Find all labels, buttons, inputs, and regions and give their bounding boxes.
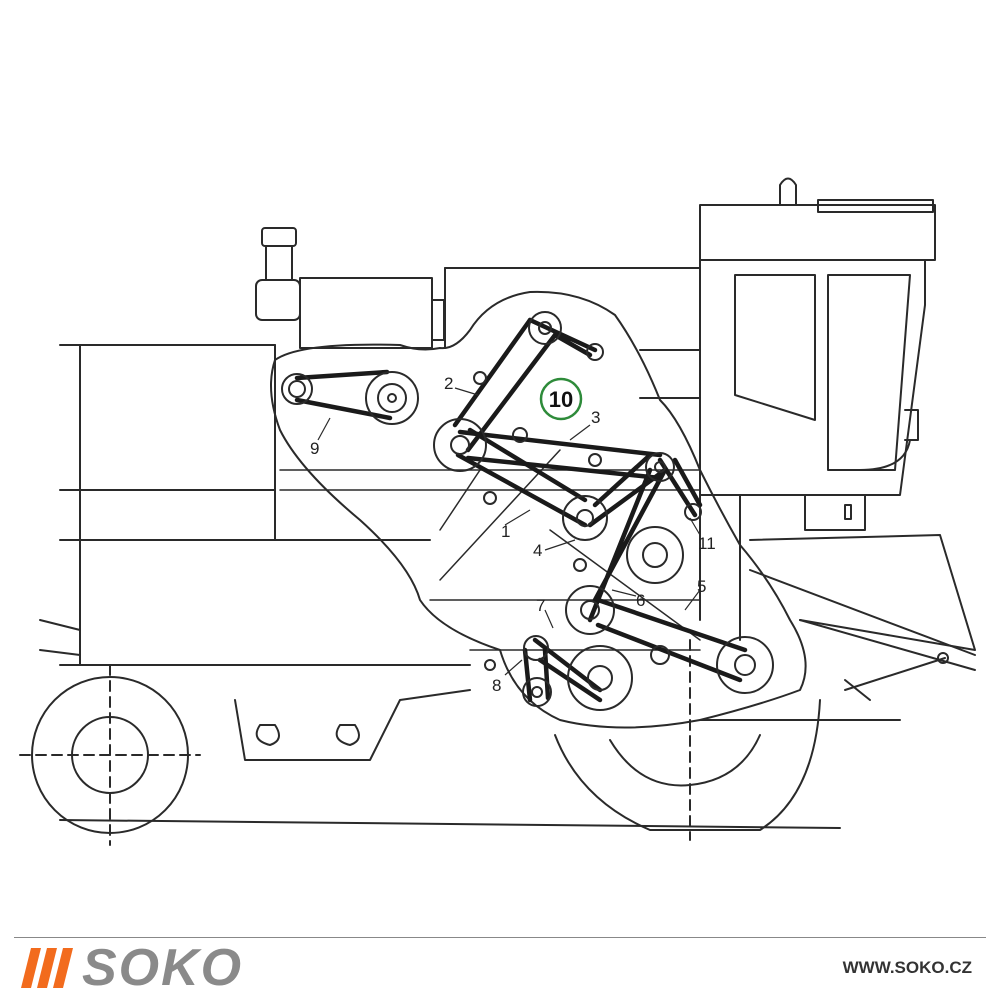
highlighted-callout-10: 10 xyxy=(539,377,583,421)
callouts: 1 2 3 4 5 6 7 8 9 11 xyxy=(310,374,716,695)
brand-logo: SOKO xyxy=(21,939,244,997)
belt-6 xyxy=(595,597,748,683)
engine-intake xyxy=(255,227,701,349)
callout-2: 2 xyxy=(444,374,453,393)
cutaway-internals xyxy=(279,449,701,651)
belt-11 xyxy=(657,457,703,518)
callout-10-label: 10 xyxy=(549,387,573,412)
callout-4: 4 xyxy=(533,541,542,560)
callout-leaders xyxy=(317,387,701,676)
callout-8: 8 xyxy=(492,676,501,695)
callout-7: 7 xyxy=(536,596,545,615)
belt-9 xyxy=(294,369,393,421)
harvester-frame xyxy=(59,679,901,829)
callout-1: 1 xyxy=(501,522,510,541)
callout-3: 3 xyxy=(591,408,600,427)
front-wheel xyxy=(19,664,201,846)
belt-8 xyxy=(522,647,551,703)
brand-name: SOKO xyxy=(82,939,244,997)
belt-drives xyxy=(294,317,748,703)
rear-wheel xyxy=(554,639,821,841)
callout-11: 11 xyxy=(698,534,716,553)
pulleys xyxy=(281,311,774,711)
brand-bars-icon xyxy=(21,948,73,988)
footer-divider xyxy=(14,937,986,938)
callout-9: 9 xyxy=(310,439,319,458)
cab xyxy=(699,177,936,531)
callout-5: 5 xyxy=(697,577,706,596)
website-link[interactable]: WWW.SOKO.CZ xyxy=(842,958,972,977)
harvester-header xyxy=(39,344,471,666)
belt-5 xyxy=(587,467,668,623)
callout-6: 6 xyxy=(636,591,645,610)
cutaway-outline xyxy=(270,290,807,729)
